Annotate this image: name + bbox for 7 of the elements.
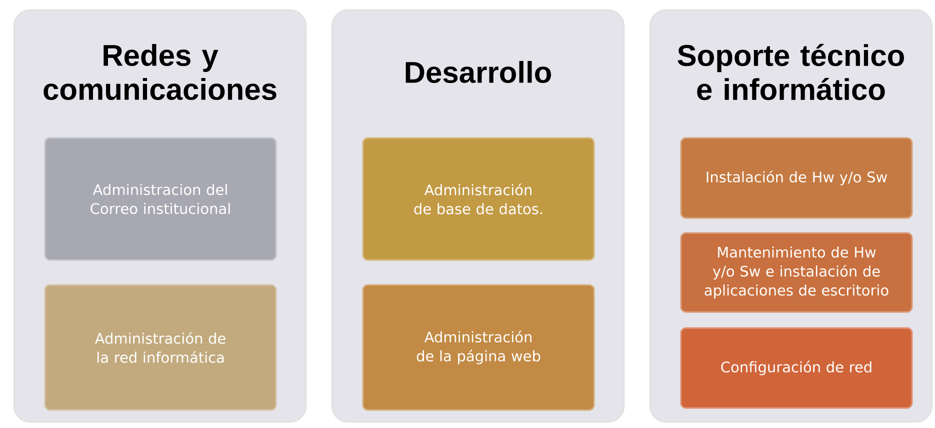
task-box: Instalación de Hw y/o Sw xyxy=(680,137,913,219)
task-box: Administración de la página web xyxy=(362,284,595,411)
task-box: Administracion del Correo institucional xyxy=(44,137,277,261)
task-box: Administración de la red informática xyxy=(44,284,277,411)
task-box: Configuración de red xyxy=(680,327,913,409)
task-box: Mantenimiento de Hw y/o Sw e instalación de aplicaciones de escritorio xyxy=(680,232,913,313)
task-box: Administración de base de datos. xyxy=(362,137,595,261)
